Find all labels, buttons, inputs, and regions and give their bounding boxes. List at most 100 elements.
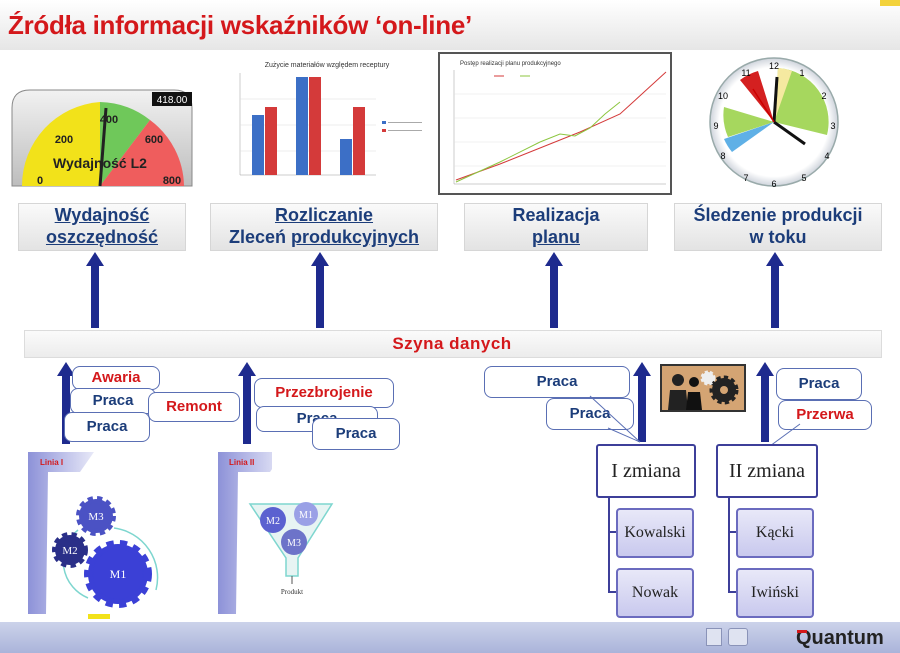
caption-wydajnosc: Wydajność oszczędność (18, 203, 186, 251)
bubble-praca: Praca (70, 388, 156, 414)
caption-line: planu (532, 227, 580, 247)
bubble-przezbrojenie: Przezbrojenie (254, 378, 394, 408)
tree-connector (608, 496, 610, 592)
bar-chart-title: Zużycie materiałów względem receptury (265, 62, 390, 69)
arrow-shaft (91, 264, 99, 328)
tree-connector (608, 591, 616, 593)
arrow-up-icon (238, 362, 256, 376)
line-chart-thumbnail: Postęp realizacji planu produkcyjnego (438, 52, 672, 195)
gear-m2-icon: M2 (52, 532, 88, 568)
clock-number: 1 (799, 68, 804, 78)
line-chart-title: Postęp realizacji planu produkcyjnego (460, 61, 561, 67)
bar-mark (252, 115, 264, 175)
arrow-up-icon (86, 252, 104, 266)
caption-line: oszczędność (45, 227, 159, 247)
funnel-label: M2 (266, 516, 280, 527)
tree-connector (608, 531, 616, 533)
shift-1-box: I zmiana (596, 444, 696, 498)
caption-line: Wydajność (54, 205, 150, 225)
funnel-m2-icon (260, 507, 286, 533)
gauge-tick: 400 (100, 114, 118, 126)
clock-hand (772, 76, 779, 123)
arrow-up-icon (57, 362, 75, 376)
arrow-up-icon (766, 252, 784, 266)
arrow-up-icon (545, 252, 563, 266)
corner-accent (880, 0, 900, 6)
page-title: Źródła informacji wskaźników ‘on-line’ (8, 10, 472, 40)
machines-gears: M3 M2 M1 (52, 496, 159, 619)
linia-1-label: Linia I (40, 458, 63, 467)
document-icon[interactable] (706, 628, 722, 646)
gauge-display-value: 418.00 (157, 95, 188, 106)
data-bus-label: Szyna danych (392, 334, 512, 353)
bubble-praca: Praca (546, 398, 634, 430)
caption-sledzenie: Śledzenie produkcji w toku (674, 203, 882, 251)
gear-label: M3 (88, 511, 104, 523)
clock-number: 2 (821, 91, 826, 101)
caption-line: produkcyjnych (291, 227, 420, 247)
linia-1-shape (28, 452, 94, 614)
product-funnel: M1 M2 M3 Produkt (248, 502, 334, 596)
clock-number: 4 (824, 151, 829, 161)
caption-line: Zleceń (228, 227, 291, 247)
bar-mark (340, 139, 352, 175)
linia-2-shape (218, 452, 272, 614)
clock-thumbnail: 12 1 2 3 4 5 6 7 8 9 10 11 (696, 55, 846, 189)
legend-swatch (382, 121, 386, 124)
bar-mark (353, 107, 365, 175)
bar-mark (296, 77, 308, 175)
clock-number: 7 (743, 173, 748, 183)
arrow-shaft (316, 264, 324, 328)
workers-gear-image (660, 364, 746, 412)
clock-hand (752, 88, 775, 123)
gear-label: M2 (62, 545, 77, 557)
produkt-label: Produkt (281, 588, 303, 596)
caption-realizacja: Realizacja planu (464, 203, 648, 251)
bar-chart-graphic: Zużycie materiałów względem receptury (239, 62, 422, 176)
bar-chart-thumbnail: Zużycie materiałów względem receptury (226, 55, 428, 185)
clock-number: 11 (741, 68, 750, 78)
funnel-m3-icon (281, 529, 307, 555)
arrow-shaft (771, 264, 779, 328)
tree-connector (728, 531, 736, 533)
present-icon[interactable] (728, 628, 748, 646)
clock-sector-green (774, 68, 829, 135)
gauge-tick: 200 (55, 134, 73, 146)
clock-number: 12 (769, 61, 779, 71)
gauge-label: Wydajność L2 (53, 155, 147, 171)
data-bus (24, 330, 882, 358)
logo-accent (797, 630, 807, 633)
worker-box: Kowalski (616, 508, 694, 558)
quantum-logo: Quantum (796, 627, 884, 649)
clock-number: 10 (718, 91, 728, 101)
footer-bar (0, 622, 900, 653)
linia-2-label: Linia II (229, 458, 254, 467)
production-lines: Linia I Linia II (28, 452, 272, 614)
bar-mark (309, 77, 321, 175)
gauge-tick: 0 (37, 175, 43, 187)
bubble-praca: Praca (64, 412, 150, 442)
worker-box: Iwiński (736, 568, 814, 618)
bubble-praca: Praca (484, 366, 630, 398)
caption-rozliczanie: Rozliczanie Zleceń produkcyjnych (210, 203, 438, 251)
worker-box: Kącki (736, 508, 814, 558)
clock-number: 9 (713, 121, 718, 131)
funnel-label: M3 (287, 538, 301, 549)
workers-gear-icon (662, 366, 744, 410)
clock-number: 5 (801, 173, 806, 183)
arrow-up-icon (633, 362, 651, 376)
worker-box: Nowak (616, 568, 694, 618)
gauge-thumbnail: 418.00 Wydajność L2 0 200 400 600 800 (8, 86, 196, 188)
gauge-graphic: 418.00 Wydajność L2 0 200 400 600 800 (11, 89, 193, 187)
clock-number: 3 (830, 121, 835, 131)
clock-hand (773, 120, 806, 146)
bubble-pointers (769, 423, 801, 447)
gear-label: M1 (110, 567, 127, 581)
gauge-yellow-zone (21, 102, 100, 186)
bubble-przerwa: Przerwa (778, 400, 872, 430)
caption-line: Śledzenie produkcji (693, 205, 863, 225)
bubble-awaria: Awaria (72, 366, 160, 390)
bubble-praca: Praca (776, 368, 862, 400)
gear-m3-icon: M3 (76, 496, 116, 536)
bar-mark (265, 107, 277, 175)
